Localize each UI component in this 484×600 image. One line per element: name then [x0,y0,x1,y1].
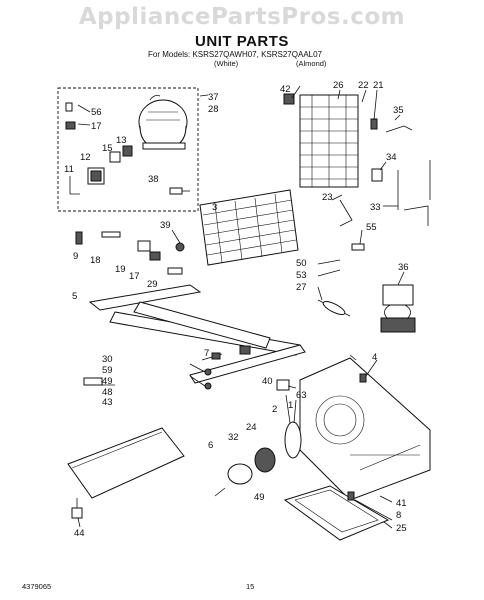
compressor [138,95,188,150]
compressor-small-parts [65,102,190,195]
callout-6: 6 [208,440,213,451]
callout-27: 27 [296,282,307,293]
callout-40: 40 [262,376,273,387]
callout-13: 13 [116,135,127,146]
color-white-label: (White) [214,59,239,68]
callout-2: 2 [272,404,277,415]
callout-63: 63 [296,390,307,401]
callout-28: 28 [208,104,219,115]
callout-19: 19 [115,264,126,275]
callout-3: 3 [212,202,217,213]
callout-59: 59 [102,365,113,376]
callout-30: 30 [102,354,113,365]
callout-42: 42 [280,84,291,95]
evaporator [283,93,359,188]
callout-25: 25 [396,523,407,534]
drain-tube [317,299,351,317]
callout-12: 12 [80,152,91,163]
compressor-group-box [57,87,199,212]
callout-49: 49 [102,376,113,387]
callout-5: 5 [72,291,77,302]
callout-41: 41 [396,498,407,509]
defrost-parts [339,118,431,251]
callout-53: 53 [296,270,307,281]
callout-48: 48 [102,387,113,398]
callout-50: 50 [296,258,307,269]
wire-harness [380,284,416,333]
callout-34: 34 [386,152,397,163]
callout-38: 38 [148,174,159,185]
callout-17: 17 [129,271,140,282]
callout-7: 7 [204,348,209,359]
floor-plate [67,427,185,499]
callout-35: 35 [393,105,404,116]
screws [71,373,367,519]
callout-36: 36 [398,262,409,273]
callout-44: 44 [74,528,85,539]
condenser [199,189,299,266]
callout-37: 37 [208,92,219,103]
models-line: For Models: KSRS27QAWH07, KSRS27QAAL07 [148,50,322,59]
footer-page-number: 15 [246,582,255,591]
callout-labels: 56 17 37 28 42 26 22 21 35 15 13 12 11 3… [64,80,409,539]
callout-18: 18 [90,255,101,266]
spacer-parts [83,368,212,390]
callout-9: 9 [73,251,78,262]
diagram-title: UNIT PARTS [195,33,289,50]
relay-overload-parts [75,231,185,275]
callout-22: 22 [358,80,369,91]
footer-part-number: 4379065 [22,582,52,591]
callout-24: 24 [246,422,257,433]
callout-56: 56 [91,107,102,118]
watermark: AppliancePartsPros.com [78,4,406,30]
callout-11: 11 [64,164,74,175]
callout-15: 15 [102,143,113,154]
callout-17: 17 [91,121,102,132]
callout-4: 4 [372,352,377,363]
callout-1: 1 [288,400,293,411]
callout-26: 26 [333,80,344,91]
callout-55: 55 [366,222,377,233]
callout-8: 8 [396,510,401,521]
callout-32: 32 [228,432,239,443]
callout-33: 33 [370,202,381,213]
drain-pan [283,485,390,541]
color-almond-label: (Almond) [296,59,327,68]
callout-21: 21 [373,80,384,91]
callout-49: 49 [254,492,265,503]
callout-23: 23 [322,192,333,203]
leader-lines [77,85,405,529]
fan-motor [214,421,302,497]
callout-29: 29 [147,279,158,290]
callout-39: 39 [160,220,171,231]
callout-43: 43 [102,397,113,408]
base-frame [88,284,306,384]
